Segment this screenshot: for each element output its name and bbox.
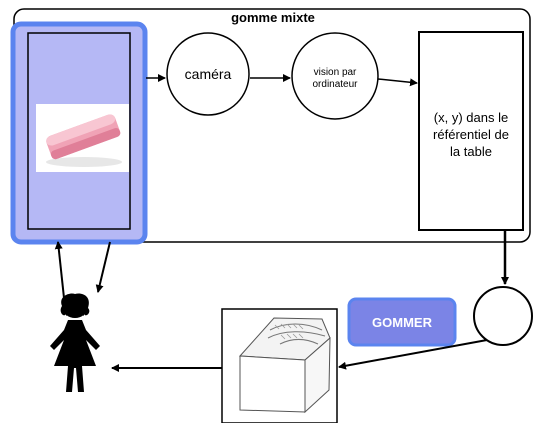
diagram-title: gomme mixte: [231, 10, 315, 25]
coords-line2: référentiel de: [433, 127, 509, 142]
coordinates-box: [418, 31, 524, 231]
arrow-actuator-to-block: [338, 339, 488, 370]
arrow-user-to-panel: [54, 241, 65, 299]
camera-node: [166, 32, 250, 116]
vision-label-line1: vision par: [314, 67, 357, 78]
actuator-node: [473, 286, 533, 346]
computer-vision-node: [291, 32, 379, 120]
coords-line3: la table: [450, 144, 492, 159]
arrow-panel-to-user: [95, 241, 111, 293]
eraser-image: [36, 104, 129, 172]
camera-label: caméra: [185, 66, 232, 82]
eraser-block-sketch: [221, 308, 338, 423]
arrow-vision-to-coords: [377, 78, 418, 87]
gommer-button-label: GOMMER: [372, 315, 433, 330]
coords-line1: (x, y) dans le: [434, 110, 508, 125]
vision-label-line2: ordinateur: [312, 79, 358, 90]
gommer-button[interactable]: [347, 297, 457, 347]
user-silhouette-icon: [50, 293, 100, 392]
